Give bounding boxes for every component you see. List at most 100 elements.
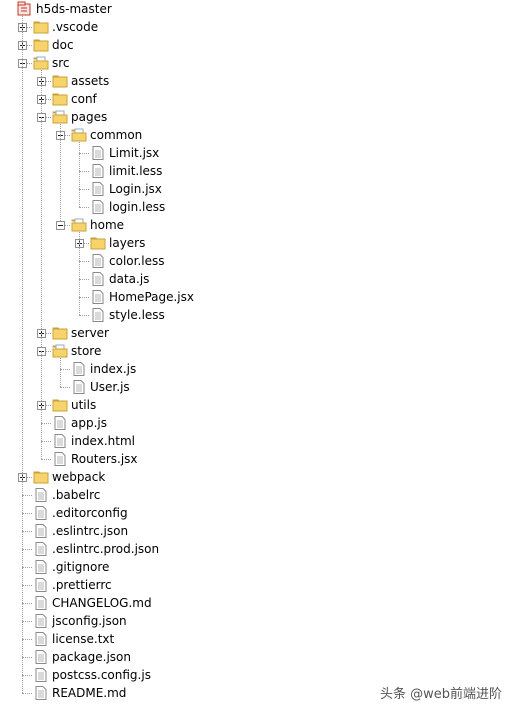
- tree-item-label: index.html: [71, 434, 135, 448]
- tree-item-label: layers: [109, 236, 146, 250]
- tree-file-jsconfig-json[interactable]: jsconfig.json: [0, 612, 512, 630]
- tree-folder-conf[interactable]: conf: [0, 90, 512, 108]
- tree-connector: [41, 99, 51, 100]
- tree-folder-src[interactable]: src: [0, 54, 512, 72]
- tree-file-eslintrc-json[interactable]: .eslintrc.json: [0, 522, 512, 540]
- tree-file-changelog-md[interactable]: CHANGELOG.md: [0, 594, 512, 612]
- tree-connector: [60, 135, 70, 136]
- tree-file-routers-jsx[interactable]: Routers.jsx: [0, 450, 512, 468]
- tree-folder-server[interactable]: server: [0, 324, 512, 342]
- tree-file-homepage-jsx[interactable]: HomePage.jsx: [0, 288, 512, 306]
- tree-folder-assets[interactable]: assets: [0, 72, 512, 90]
- file-icon: [33, 559, 49, 575]
- tree-file-style-less[interactable]: style.less: [0, 306, 512, 324]
- file-icon: [90, 271, 106, 287]
- tree-item-label: app.js: [71, 416, 107, 430]
- tree-connector: [41, 351, 51, 352]
- tree-connector: [41, 333, 51, 334]
- tree-item-label: data.js: [109, 272, 150, 286]
- tree-item-label: store: [71, 344, 102, 358]
- tree-item-label: Routers.jsx: [71, 452, 138, 466]
- tree-item-label: server: [71, 326, 109, 340]
- file-icon: [90, 199, 106, 215]
- tree-file-eslintrc-prod-json[interactable]: .eslintrc.prod.json: [0, 540, 512, 558]
- tree-file-postcss-config-js[interactable]: postcss.config.js: [0, 666, 512, 684]
- tree-connector: [22, 585, 32, 586]
- tree-connector: [22, 675, 32, 676]
- tree-folder-common[interactable]: common: [0, 126, 512, 144]
- watermark: 头条 @web前端进阶: [379, 687, 502, 702]
- tree-item-label: common: [90, 128, 143, 142]
- tree-item-label: home: [90, 218, 125, 232]
- tree-file-login-jsx[interactable]: Login.jsx: [0, 180, 512, 198]
- tree-connector: [22, 621, 32, 622]
- tree-connector: [60, 225, 70, 226]
- tree-guide: [79, 232, 80, 243]
- tree-item-label: README.md: [52, 686, 127, 700]
- tree-connector: [60, 387, 70, 388]
- collapse-icon[interactable]: [56, 221, 65, 230]
- tree-file-license-txt[interactable]: license.txt: [0, 630, 512, 648]
- tree-item-label: User.js: [90, 380, 130, 394]
- file-icon: [33, 631, 49, 647]
- tree-item-label: .editorconfig: [52, 506, 128, 520]
- tree-folder-layers[interactable]: layers: [0, 234, 512, 252]
- tree-folder-store[interactable]: store: [0, 342, 512, 360]
- tree-file-index-js[interactable]: index.js: [0, 360, 512, 378]
- tree-connector: [41, 117, 51, 118]
- tree-item-label: Limit.jsx: [109, 146, 160, 160]
- tree-folder-doc[interactable]: doc: [0, 36, 512, 54]
- tree-connector: [79, 207, 89, 208]
- tree-connector: [22, 693, 32, 694]
- tree-file-babelrc[interactable]: .babelrc: [0, 486, 512, 504]
- tree-item-label: conf: [71, 92, 97, 106]
- file-icon: [90, 163, 106, 179]
- tree-item-label: index.js: [90, 362, 137, 376]
- tree-folder-utils[interactable]: utils: [0, 396, 512, 414]
- tree-guide: [79, 189, 80, 207]
- tree-guide: [41, 70, 42, 81]
- tree-file-data-js[interactable]: data.js: [0, 270, 512, 288]
- tree-item-label: Login.jsx: [109, 182, 162, 196]
- file-icon: [33, 541, 49, 557]
- tree-connector: [79, 189, 89, 190]
- tree-file-package-json[interactable]: package.json: [0, 648, 512, 666]
- tree-item-label: jsconfig.json: [52, 614, 127, 628]
- tree-connector: [22, 63, 32, 64]
- tree-file-color-less[interactable]: color.less: [0, 252, 512, 270]
- tree-folder-webpack[interactable]: webpack: [0, 468, 512, 486]
- tree-folder-vscode[interactable]: .vscode: [0, 18, 512, 36]
- tree-connector: [22, 639, 32, 640]
- tree-file-index-html[interactable]: index.html: [0, 432, 512, 450]
- tree-item-label: postcss.config.js: [52, 668, 151, 682]
- file-icon: [33, 613, 49, 629]
- tree-item-label: doc: [52, 38, 74, 52]
- tree-file-gitignore[interactable]: .gitignore: [0, 558, 512, 576]
- tree-item-label: color.less: [109, 254, 165, 268]
- tree-connector: [22, 567, 32, 568]
- tree-file-prettierrc[interactable]: .prettierrc: [0, 576, 512, 594]
- tree-item-label: limit.less: [109, 164, 163, 178]
- tree-file-user-js[interactable]: User.js: [0, 378, 512, 396]
- tree-file-limit-less[interactable]: limit.less: [0, 162, 512, 180]
- tree-folder-pages[interactable]: pages: [0, 108, 512, 126]
- tree-item-label: .gitignore: [52, 560, 110, 574]
- tree-connector: [79, 261, 89, 262]
- folder-icon: [52, 397, 68, 413]
- tree-item-label: .eslintrc.json: [52, 524, 129, 538]
- tree-file-editorconfig[interactable]: .editorconfig: [0, 504, 512, 522]
- file-icon: [71, 361, 87, 377]
- tree-item-label: .eslintrc.prod.json: [52, 542, 160, 556]
- file-icon: [71, 379, 87, 395]
- folder-open-icon: [33, 55, 49, 71]
- tree-guide: [60, 358, 61, 369]
- tree-guide: [79, 297, 80, 315]
- tree-file-app-js[interactable]: app.js: [0, 414, 512, 432]
- tree-file-readme-md[interactable]: README.md: [0, 684, 512, 702]
- tree-folder-home[interactable]: home: [0, 216, 512, 234]
- tree-file-limit-jsx[interactable]: Limit.jsx: [0, 144, 512, 162]
- tree-root[interactable]: h5ds-master: [0, 0, 512, 18]
- file-icon: [33, 523, 49, 539]
- tree-connector: [79, 297, 89, 298]
- tree-file-login-less[interactable]: login.less: [0, 198, 512, 216]
